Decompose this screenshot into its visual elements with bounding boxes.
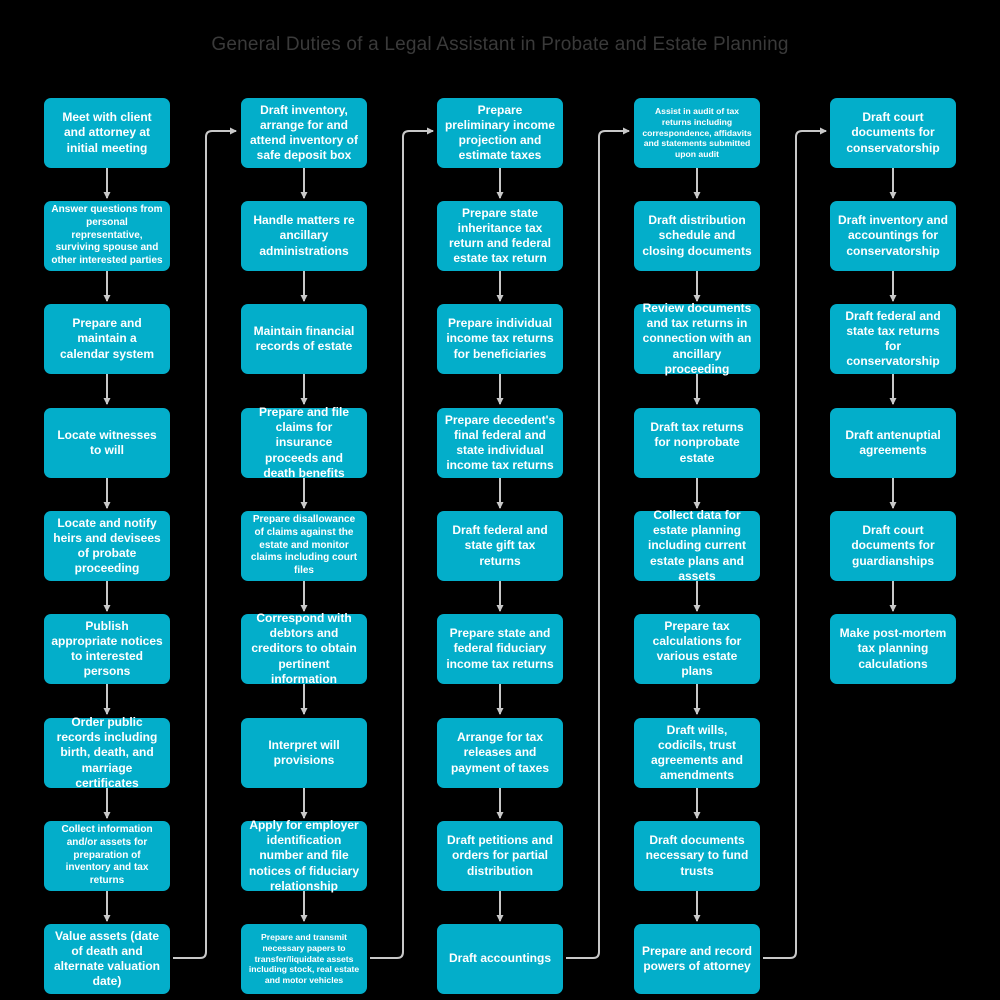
flow-node-n3-3[interactable]: Prepare individual income tax returns fo…: [437, 304, 563, 374]
flow-node-n1-3[interactable]: Prepare and maintain a calendar system: [44, 304, 170, 374]
flow-node-label: Interpret will provisions: [268, 737, 340, 767]
flow-node-label: Draft court documents for guardianships: [851, 523, 935, 568]
flow-node-label: Apply for employer identification number…: [248, 817, 360, 893]
flow-node-label: Prepare and transmit necessary papers to…: [248, 931, 360, 986]
flow-node-n1-9[interactable]: Value assets (date of death and alternat…: [44, 924, 170, 994]
flow-node-label: Prepare tax calculations for various est…: [652, 618, 742, 679]
flow-node-label: Handle matters re ancillary administrati…: [253, 213, 355, 258]
flow-node-label: Make post-mortem tax planning calculatio…: [839, 626, 947, 671]
flow-node-label: Draft tax returns for nonprobate estate: [650, 420, 744, 465]
flow-node-label: Collect data for estate planning includi…: [647, 507, 746, 583]
flow-node-label: Draft documents necessary to fund trusts: [645, 833, 749, 878]
flow-node-label: Draft federal and state gift tax returns: [452, 523, 548, 568]
flow-node-label: Locate witnesses to will: [57, 427, 157, 457]
flow-node-label: Correspond with debtors and creditors to…: [251, 610, 357, 686]
flow-node-label: Draft antenuptial agreements: [845, 427, 941, 457]
flow-node-label: Review documents and tax returns in conn…: [642, 300, 752, 376]
flow-node-label: Value assets (date of death and alternat…: [53, 928, 161, 989]
flow-node-label: Draft inventory and accountings for cons…: [837, 213, 948, 258]
flow-node-label: Draft accountings: [448, 951, 551, 966]
flow-node-n4-6[interactable]: Prepare tax calculations for various est…: [634, 614, 760, 684]
flow-node-label: Prepare and file claims for insurance pr…: [258, 404, 350, 480]
connector-column-4-to-5: [763, 127, 827, 959]
flow-node-n3-6[interactable]: Prepare state and federal fiduciary inco…: [437, 614, 563, 684]
flow-node-n3-2[interactable]: Prepare state inheritance tax return and…: [437, 201, 563, 271]
flow-node-label: Draft federal and state tax returns for …: [845, 308, 941, 369]
flow-node-n5-5[interactable]: Draft court documents for guardianships: [830, 511, 956, 581]
flow-node-n3-5[interactable]: Draft federal and state gift tax returns: [437, 511, 563, 581]
flow-node-n1-4[interactable]: Locate witnesses to will: [44, 408, 170, 478]
flow-node-n3-8[interactable]: Draft petitions and orders for partial d…: [437, 821, 563, 891]
flow-node-label: Prepare and maintain a calendar system: [59, 316, 155, 361]
flow-node-label: Prepare decedent's final federal and sta…: [444, 412, 556, 473]
flow-node-n4-5[interactable]: Collect data for estate planning includi…: [634, 507, 760, 583]
flow-node-n2-6[interactable]: Correspond with debtors and creditors to…: [241, 610, 367, 686]
flow-node-n5-2[interactable]: Draft inventory and accountings for cons…: [830, 201, 956, 271]
flow-node-label: Arrange for tax releases and payment of …: [450, 730, 550, 775]
page-title: General Duties of a Legal Assistant in P…: [211, 34, 789, 55]
flow-node-label: Draft distribution schedule and closing …: [642, 213, 752, 258]
flow-node-n2-3[interactable]: Maintain financial records of estate: [241, 304, 367, 374]
flow-node-n2-8[interactable]: Apply for employer identification number…: [241, 817, 367, 893]
flow-node-label: Locate and notify heirs and devisees of …: [53, 515, 161, 576]
flow-node-n2-5[interactable]: Prepare disallowance of claims against t…: [241, 511, 367, 581]
flow-node-n3-7[interactable]: Arrange for tax releases and payment of …: [437, 718, 563, 788]
flow-node-n2-1[interactable]: Draft inventory, arrange for and attend …: [241, 98, 367, 168]
flow-node-label: Prepare disallowance of claims against t…: [250, 514, 358, 577]
flow-node-n4-9[interactable]: Prepare and record powers of attorney: [634, 924, 760, 994]
flow-node-n4-1[interactable]: Assist in audit of tax returns including…: [634, 98, 760, 168]
connector-column-2-to-3: [370, 127, 434, 959]
flow-node-label: Order public records including birth, de…: [56, 714, 158, 790]
connector-column-3-to-4: [566, 127, 630, 959]
flow-node-n5-6[interactable]: Make post-mortem tax planning calculatio…: [830, 614, 956, 684]
flow-node-n4-2[interactable]: Draft distribution schedule and closing …: [634, 201, 760, 271]
flow-node-n3-4[interactable]: Prepare decedent's final federal and sta…: [437, 408, 563, 478]
flow-node-n5-1[interactable]: Draft court documents for conservatorshi…: [830, 98, 956, 168]
flow-node-n4-4[interactable]: Draft tax returns for nonprobate estate: [634, 408, 760, 478]
flow-node-label: Collect information and/or assets for pr…: [61, 824, 153, 887]
flow-node-label: Assist in audit of tax returns including…: [642, 105, 752, 160]
flow-node-label: Prepare state and federal fiduciary inco…: [446, 626, 554, 671]
flow-node-n4-8[interactable]: Draft documents necessary to fund trusts: [634, 821, 760, 891]
flow-node-n1-6[interactable]: Publish appropriate notices to intereste…: [44, 614, 170, 684]
flow-node-n2-2[interactable]: Handle matters re ancillary administrati…: [241, 201, 367, 271]
flow-node-n5-4[interactable]: Draft antenuptial agreements: [830, 408, 956, 478]
flow-node-label: Draft court documents for conservatorshi…: [846, 110, 940, 155]
flow-node-label: Prepare state inheritance tax return and…: [448, 205, 552, 266]
flow-node-n4-3[interactable]: Review documents and tax returns in conn…: [634, 300, 760, 376]
flow-node-n1-5[interactable]: Locate and notify heirs and devisees of …: [44, 511, 170, 581]
flow-node-n3-1[interactable]: Prepare preliminary income projection an…: [437, 98, 563, 168]
flow-node-label: Maintain financial records of estate: [253, 323, 355, 353]
flow-node-n5-3[interactable]: Draft federal and state tax returns for …: [830, 304, 956, 374]
flow-node-label: Meet with client and attorney at initial…: [62, 110, 152, 155]
flow-node-label: Prepare individual income tax returns fo…: [446, 316, 554, 361]
flow-node-n2-4[interactable]: Prepare and file claims for insurance pr…: [241, 404, 367, 480]
flow-node-n4-7[interactable]: Draft wills, codicils, trust agreements …: [634, 718, 760, 788]
flow-node-n2-9[interactable]: Prepare and transmit necessary papers to…: [241, 924, 367, 994]
flow-node-label: Prepare preliminary income projection an…: [444, 102, 556, 163]
flow-node-n1-8[interactable]: Collect information and/or assets for pr…: [44, 821, 170, 891]
flow-node-label: Prepare and record powers of attorney: [641, 943, 753, 973]
flow-node-label: Draft inventory, arrange for and attend …: [249, 102, 358, 163]
flow-node-n1-7[interactable]: Order public records including birth, de…: [44, 714, 170, 790]
flow-node-n1-2[interactable]: Answer questions from personal represent…: [44, 201, 170, 271]
connector-column-1-to-2: [173, 127, 237, 959]
flow-node-label: Publish appropriate notices to intereste…: [51, 618, 163, 679]
flow-node-label: Draft wills, codicils, trust agreements …: [650, 722, 744, 783]
flow-node-n3-9[interactable]: Draft accountings: [437, 924, 563, 994]
flow-node-n2-7[interactable]: Interpret will provisions: [241, 718, 367, 788]
flow-node-label: Draft petitions and orders for partial d…: [446, 833, 553, 878]
flow-node-label: Answer questions from personal represent…: [51, 204, 163, 267]
flow-node-n1-1[interactable]: Meet with client and attorney at initial…: [44, 98, 170, 168]
